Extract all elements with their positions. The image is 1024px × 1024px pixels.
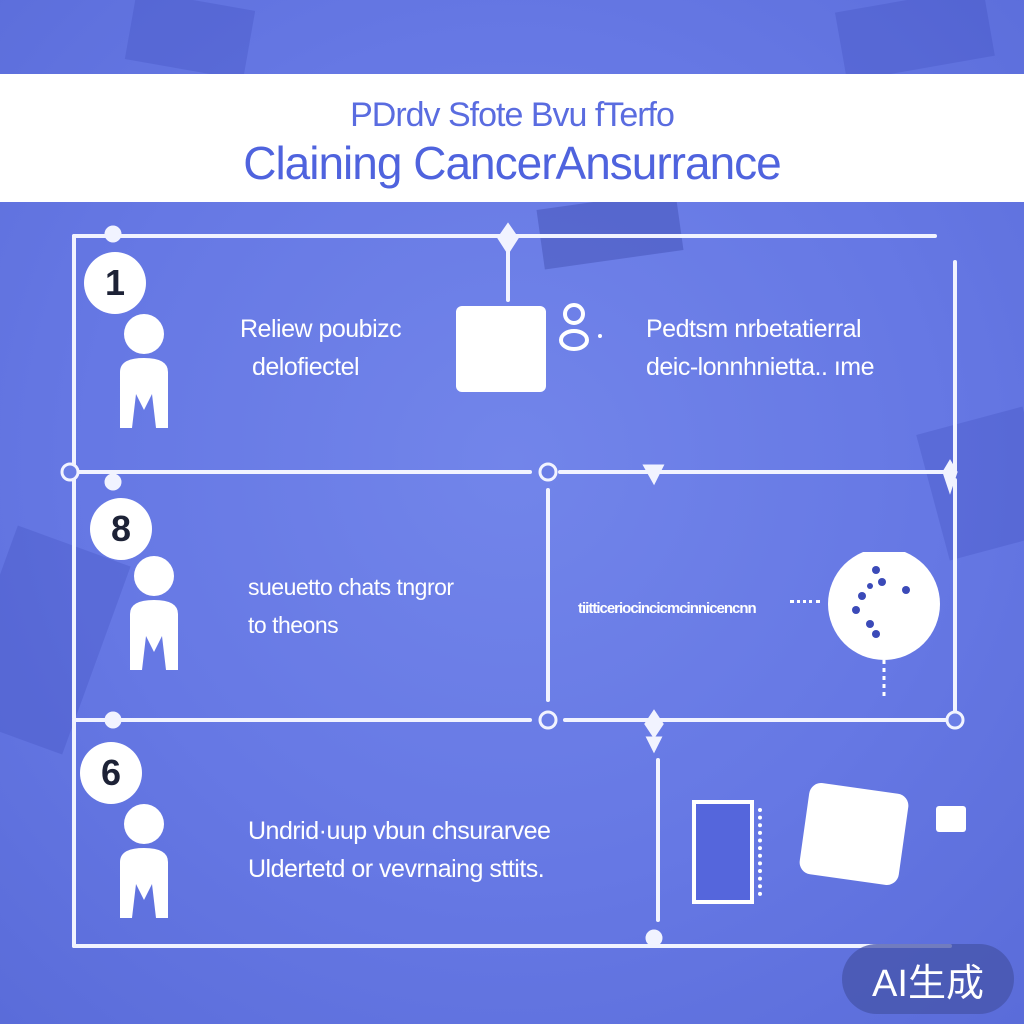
header-subtitle: PDrdv Sfote Bvu fTerfo — [350, 96, 675, 134]
step-2-left-line-1: sueuetto chats tngror — [248, 574, 454, 600]
folder-icon — [692, 800, 754, 904]
step-3-left-line-1: Undrid·uup vbun chsurarvee — [248, 817, 551, 845]
person-icon — [120, 804, 168, 918]
step-3-left-line-2: Uldertetd or vevrnaing sttits. — [248, 855, 545, 883]
step-1-right-line-2: deic-lonnhnietta.. ıme — [646, 353, 875, 381]
header-banner: PDrdv Sfote Bvu fTerfo Claining CancerAn… — [0, 74, 1024, 202]
petri-dish-icon — [828, 552, 940, 700]
step-2-left-text: sueuetto chats tngror to theons — [248, 568, 454, 644]
step-2-number: 8 — [90, 498, 152, 560]
folder-tabs — [758, 808, 778, 896]
plug-icon — [936, 806, 966, 832]
step-1-left-line-2: delofiectel — [252, 353, 360, 381]
step-1-left-line-1: Reliew poubizc — [240, 315, 402, 343]
page-title: Claining CancerAnsurrance — [243, 137, 782, 189]
person-icon — [120, 314, 168, 428]
document-icon — [456, 306, 546, 392]
person-icon — [130, 556, 178, 670]
dotted-connector — [790, 600, 820, 603]
package-icon — [798, 781, 910, 887]
step-1-right-text: Pedtsm nrbetatierral deic-lonnhnietta.. … — [646, 310, 875, 386]
step-1-number: 1 — [84, 252, 146, 314]
ring-icon — [559, 303, 602, 351]
step-2-right-line-1: tiitticeriocincicmcinnicencnn — [578, 600, 757, 617]
step-3-number: 6 — [80, 742, 142, 804]
step-1-right-line-1: Pedtsm nrbetatierral — [646, 315, 862, 343]
ai-generated-badge: AI生成 — [842, 944, 1014, 1014]
step-3-left-text: Undrid·uup vbun chsurarvee Uldertetd or … — [248, 812, 551, 888]
step-2-right-text: tiitticeriocincicmcinnicencnn — [578, 590, 757, 628]
step-2-left-line-2: to theons — [248, 612, 339, 638]
step-1-left-text: Reliew poubizc delofiectel — [240, 310, 402, 386]
